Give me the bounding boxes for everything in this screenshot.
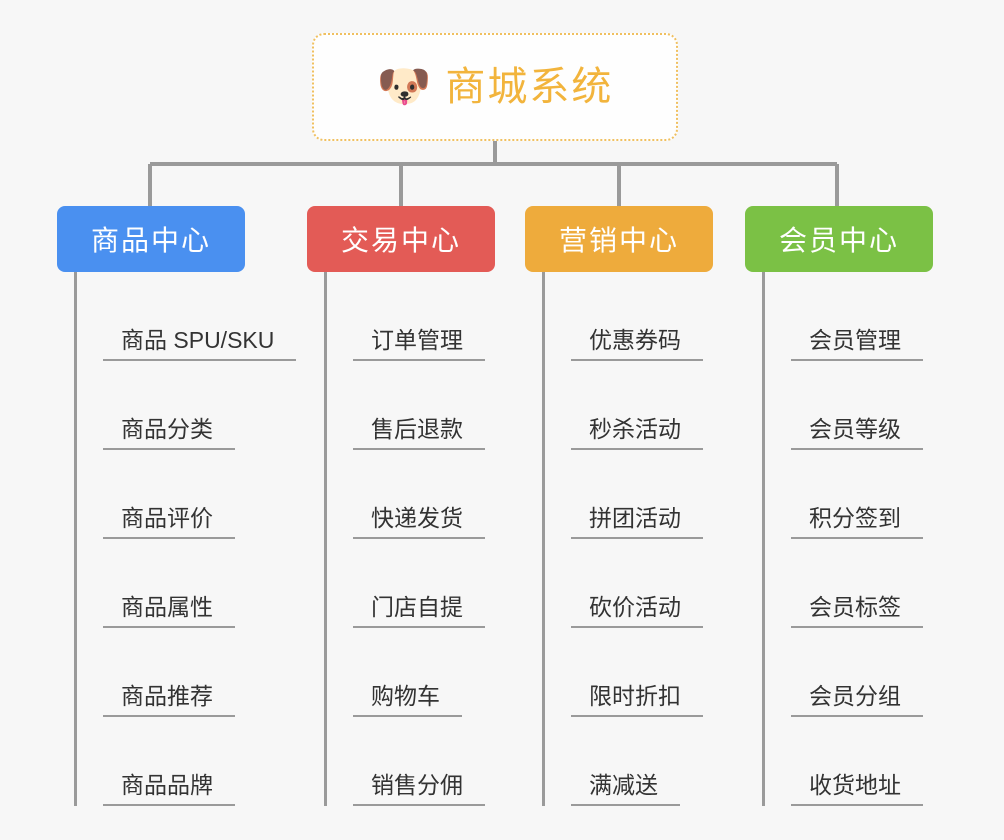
leaf-label: 销售分佣 [353, 772, 485, 806]
leaf-label: 满减送 [571, 772, 680, 806]
leaf-label: 售后退款 [353, 416, 485, 450]
branch-会员中心: 会员中心 会员管理 会员等级 积分签到 会员标签 会员分组 收货地址 [745, 206, 933, 806]
branch-商品中心: 商品中心 商品 SPU/SKU 商品分类 商品评价 商品属性 商品推荐 商品品牌 [57, 206, 297, 806]
leaf-label: 商品属性 [103, 594, 235, 628]
root-node[interactable]: 🐶 商城系统 [312, 33, 678, 141]
leaf-item[interactable]: 秒杀活动 [545, 361, 713, 450]
leaf-item[interactable]: 拼团活动 [545, 450, 713, 539]
leaf-label: 门店自提 [353, 594, 485, 628]
leaf-item[interactable]: 收货地址 [765, 717, 933, 806]
leaf-label: 会员管理 [791, 327, 923, 361]
leaf-item[interactable]: 会员标签 [765, 539, 933, 628]
leaf-item[interactable]: 商品品牌 [77, 717, 245, 806]
leaf-label: 购物车 [353, 683, 462, 717]
leaf-label: 快递发货 [353, 505, 485, 539]
leaf-label: 会员分组 [791, 683, 923, 717]
leaf-label: 商品评价 [103, 505, 235, 539]
leaf-item[interactable]: 销售分佣 [327, 717, 495, 806]
leaf-item[interactable]: 满减送 [545, 717, 713, 806]
leaf-item[interactable]: 商品推荐 [77, 628, 245, 717]
branch-营销中心: 营销中心 优惠券码 秒杀活动 拼团活动 砍价活动 限时折扣 满减送 [525, 206, 713, 806]
leaf-label: 会员标签 [791, 594, 923, 628]
leaf-label: 收货地址 [791, 772, 923, 806]
leaf-item[interactable]: 商品属性 [77, 539, 245, 628]
leaf-item[interactable]: 快递发货 [327, 450, 495, 539]
branch-header-3[interactable]: 会员中心 [745, 206, 933, 272]
leaf-label: 商品推荐 [103, 683, 235, 717]
shiba-dog-face-icon: 🐶 [376, 62, 432, 111]
leaf-item[interactable]: 会员等级 [765, 361, 933, 450]
leaf-item[interactable]: 商品评价 [77, 450, 245, 539]
branch-items-0: 商品 SPU/SKU 商品分类 商品评价 商品属性 商品推荐 商品品牌 [74, 272, 297, 806]
branch-items-1: 订单管理 售后退款 快递发货 门店自提 购物车 销售分佣 [324, 272, 495, 806]
leaf-label: 会员等级 [791, 416, 923, 450]
branch-items-2: 优惠券码 秒杀活动 拼团活动 砍价活动 限时折扣 满减送 [542, 272, 713, 806]
branch-header-2[interactable]: 营销中心 [525, 206, 713, 272]
leaf-item[interactable]: 会员管理 [765, 272, 933, 361]
leaf-item[interactable]: 优惠券码 [545, 272, 713, 361]
leaf-item[interactable]: 门店自提 [327, 539, 495, 628]
root-title: 商城系统 [445, 65, 614, 109]
leaf-item[interactable]: 会员分组 [765, 628, 933, 717]
leaf-item[interactable]: 积分签到 [765, 450, 933, 539]
branch-交易中心: 交易中心 订单管理 售后退款 快递发货 门店自提 购物车 销售分佣 [307, 206, 495, 806]
leaf-label: 商品 SPU/SKU [103, 327, 297, 361]
leaf-label: 秒杀活动 [571, 416, 703, 450]
leaf-label: 订单管理 [353, 327, 485, 361]
leaf-label: 商品品牌 [103, 772, 235, 806]
branch-header-0[interactable]: 商品中心 [57, 206, 245, 272]
leaf-item[interactable]: 售后退款 [327, 361, 495, 450]
leaf-item[interactable]: 订单管理 [327, 272, 495, 361]
branch-items-3: 会员管理 会员等级 积分签到 会员标签 会员分组 收货地址 [762, 272, 933, 806]
leaf-item[interactable]: 购物车 [327, 628, 495, 717]
leaf-label: 拼团活动 [571, 505, 703, 539]
leaf-item[interactable]: 商品 SPU/SKU [77, 272, 297, 361]
leaf-label: 优惠券码 [571, 327, 703, 361]
leaf-label: 积分签到 [791, 505, 923, 539]
leaf-item[interactable]: 砍价活动 [545, 539, 713, 628]
leaf-label: 砍价活动 [571, 594, 703, 628]
leaf-item[interactable]: 限时折扣 [545, 628, 713, 717]
leaf-label: 商品分类 [103, 416, 235, 450]
leaf-label: 限时折扣 [571, 683, 703, 717]
leaf-item[interactable]: 商品分类 [77, 361, 245, 450]
branch-header-1[interactable]: 交易中心 [307, 206, 495, 272]
